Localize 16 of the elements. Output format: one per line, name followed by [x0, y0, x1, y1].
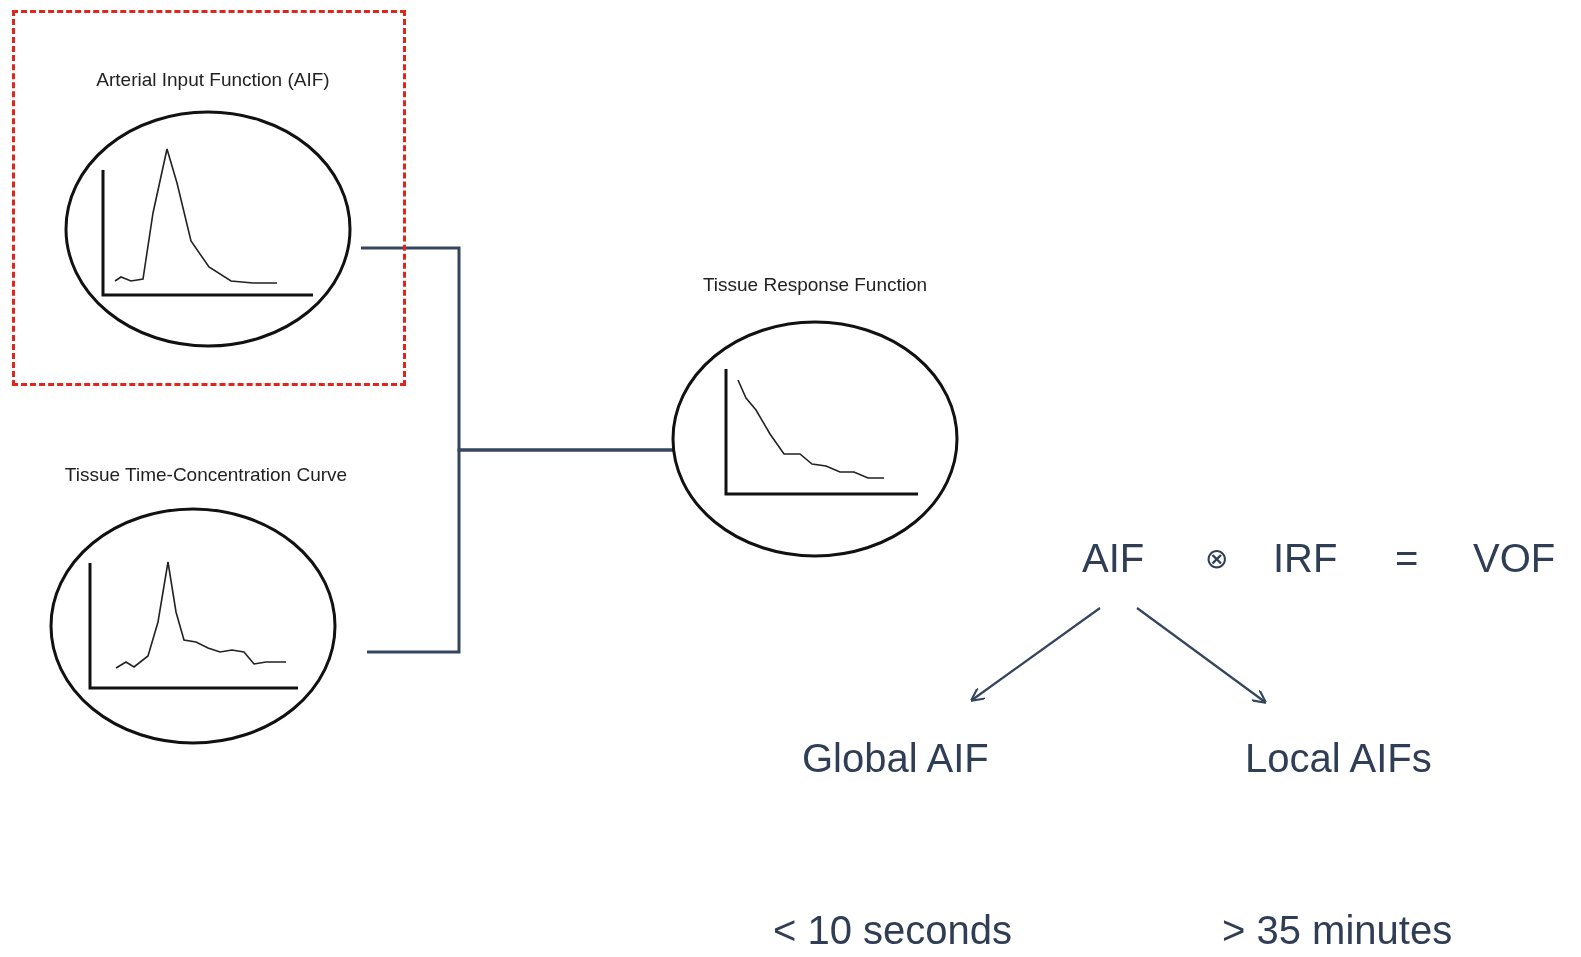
highlight-box	[12, 10, 406, 386]
duration-label: > 35 minutes	[1222, 910, 1453, 950]
term-label: AIF	[1082, 536, 1145, 580]
graph-title: Tissue Response Function	[701, 274, 929, 296]
term-label: Local AIFs	[1245, 736, 1432, 780]
connector-line	[367, 448, 673, 654]
graph-title: Arterial Input Function (AIF)	[95, 69, 331, 91]
duration-label: < 10 seconds	[773, 910, 1013, 950]
arrow	[969, 607, 1101, 702]
equation-term: =	[1395, 538, 1419, 578]
equation-term: IRF	[1273, 538, 1338, 578]
arrow	[1136, 607, 1268, 704]
equation-term: VOF	[1473, 538, 1556, 578]
graph-title: Tissue Time-Concentration Curve	[63, 464, 349, 486]
term-label: Global AIF	[802, 736, 989, 780]
equation-term: ⊗	[1205, 545, 1228, 573]
